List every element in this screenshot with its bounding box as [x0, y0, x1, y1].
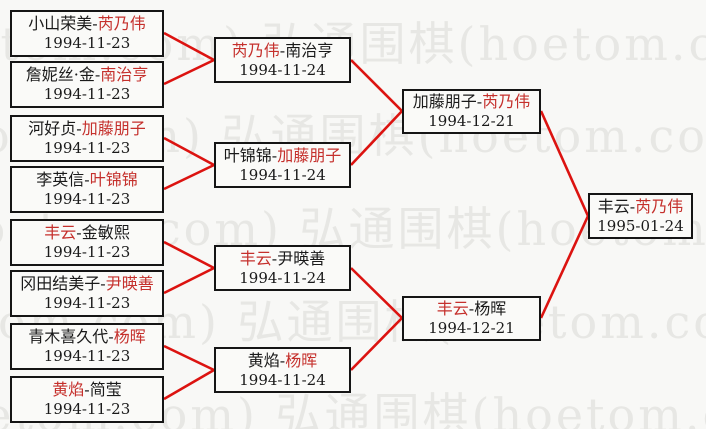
- match-box-r1-3: 河好贞-加藤朋子 1994-11-23: [10, 115, 164, 162]
- player-winner: 丰云: [436, 299, 469, 318]
- player-winner: 丰云: [44, 223, 77, 242]
- match-box-sf-1: 加藤朋子-芮乃伟 1994-12-21: [402, 89, 541, 134]
- match-date: 1994-11-24: [239, 165, 326, 184]
- match-box-r2-2: 叶锦锦-加藤朋子 1994-11-24: [214, 142, 351, 188]
- player-winner: 杨晖: [285, 350, 318, 370]
- match-box-r1-1: 小山荣美-芮乃伟 1994-11-23: [10, 10, 164, 57]
- player-loser: 叶锦锦-: [223, 145, 278, 165]
- player-winner: 加藤朋子: [81, 119, 146, 138]
- player-winner: 南治亨: [100, 65, 149, 84]
- player-loser: -南治亨: [279, 40, 334, 60]
- player-loser: 河好贞-: [28, 119, 82, 138]
- player-winner: 尹暎善: [105, 274, 154, 293]
- match-players: 河好贞-加藤朋子: [28, 119, 145, 139]
- match-players: 李英信-叶锦锦: [36, 170, 137, 190]
- match-players: 黄焰-简莹: [52, 380, 121, 400]
- match-players: 芮乃伟-南治亨: [232, 41, 333, 61]
- match-players: 丰云-尹暎善: [240, 249, 325, 269]
- match-players: 丰云-金敏熙: [44, 223, 129, 243]
- match-players: 叶锦锦-加藤朋子: [224, 146, 341, 166]
- player-winner: 芮乃伟: [482, 92, 531, 111]
- match-date: 1994-11-23: [43, 34, 131, 52]
- match-box-r1-8: 黄焰-简莹 1994-11-23: [10, 376, 164, 423]
- match-date: 1994-12-21: [428, 319, 515, 337]
- player-loser: -简莹: [84, 380, 122, 399]
- match-date: 1994-11-23: [43, 139, 131, 157]
- match-date: 1994-11-24: [239, 370, 326, 389]
- match-players: 詹妮丝·金-南治亨: [26, 65, 149, 85]
- match-date: 1994-11-23: [43, 243, 131, 261]
- player-winner: 芮乃伟: [97, 14, 146, 33]
- match-players: 黄焰-杨晖: [248, 351, 317, 371]
- player-loser: 丰云-: [597, 196, 636, 216]
- match-players: 冈田结美子-尹暎善: [20, 274, 153, 294]
- player-winner: 丰云: [239, 248, 272, 268]
- player-loser: -金敏熙: [76, 223, 130, 242]
- match-box-r1-7: 青木喜久代-杨晖 1994-11-23: [10, 323, 164, 370]
- match-box-r1-6: 冈田结美子-尹暎善 1994-11-23: [10, 270, 164, 317]
- match-box-r1-4: 李英信-叶锦锦 1994-11-23: [10, 166, 164, 213]
- player-loser: 青木喜久代-: [28, 327, 114, 346]
- match-box-r1-2: 詹妮丝·金-南治亨 1994-11-23: [10, 61, 164, 108]
- player-winner: 芮乃伟: [635, 196, 684, 216]
- match-players: 加藤朋子-芮乃伟: [413, 92, 530, 112]
- match-box-r2-4: 黄焰-杨晖 1994-11-24: [214, 347, 351, 393]
- player-loser: 詹妮丝·金-: [25, 65, 101, 84]
- player-loser: 小山荣美-: [28, 14, 98, 33]
- match-date: 1994-11-24: [239, 60, 326, 79]
- match-players: 小山荣美-芮乃伟: [28, 14, 145, 34]
- player-winner: 黄焰: [52, 380, 85, 399]
- match-box-r2-3: 丰云-尹暎善 1994-11-24: [214, 245, 351, 291]
- match-box-r2-1: 芮乃伟-南治亨 1994-11-24: [214, 37, 351, 83]
- player-winner: 芮乃伟: [231, 40, 280, 60]
- match-date: 1994-11-23: [43, 400, 131, 418]
- match-date: 1994-12-21: [428, 112, 515, 130]
- match-date: 1994-11-23: [43, 347, 131, 365]
- match-date: 1994-11-24: [239, 268, 326, 287]
- player-winner: 杨晖: [113, 327, 146, 346]
- player-loser: 冈田结美子-: [20, 274, 106, 293]
- match-box-sf-2: 丰云-杨晖 1994-12-21: [402, 296, 541, 341]
- match-players: 青木喜久代-杨晖: [28, 327, 145, 347]
- match-date: 1994-11-23: [43, 190, 131, 208]
- match-date: 1995-01-24: [597, 216, 684, 235]
- player-loser: -尹暎善: [271, 248, 326, 268]
- player-loser: 李英信-: [36, 170, 90, 189]
- match-date: 1994-11-23: [43, 294, 131, 312]
- match-box-r1-5: 丰云-金敏熙 1994-11-23: [10, 219, 164, 266]
- match-date: 1994-11-23: [43, 85, 131, 103]
- player-winner: 叶锦锦: [89, 170, 138, 189]
- player-winner: 加藤朋子: [277, 145, 342, 165]
- player-loser: -杨晖: [468, 299, 507, 318]
- player-loser: 黄焰-: [247, 350, 286, 370]
- match-players: 丰云-芮乃伟: [598, 197, 683, 217]
- player-loser: 加藤朋子-: [412, 92, 483, 111]
- match-box-final: 丰云-芮乃伟 1995-01-24: [588, 193, 693, 239]
- match-players: 丰云-杨晖: [437, 299, 506, 319]
